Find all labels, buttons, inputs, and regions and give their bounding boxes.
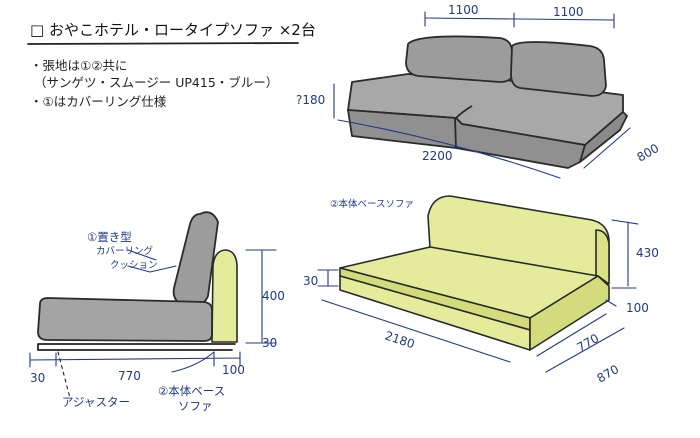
- side-dim-height: 400: [262, 289, 285, 303]
- base-dim-width-line: [321, 299, 511, 363]
- base-sofa-label: ②本体ベースソファ: [330, 198, 414, 210]
- cushion-label-3: クッション: [110, 260, 158, 271]
- note-line-3: ・①はカバーリング仕様: [30, 94, 167, 109]
- sofa-seat-seam: [454, 117, 457, 149]
- base-dim-seat: 30: [303, 274, 318, 288]
- title: □ おやこホテル・ロータイプソファ ×2台: [30, 21, 316, 39]
- base-backrest-end: [595, 229, 610, 287]
- base-dim-depth-line: [536, 299, 617, 357]
- cushion-label-1: ①置き型: [87, 230, 132, 244]
- side-elevation: ①置き型 カバーリング クッション 400 30 30 770 100 アジャス…: [29, 211, 285, 413]
- yellow-base-sofa-3d: ②本体ベースソファ 430 30 2180 100 770 870: [303, 195, 659, 386]
- side-back-cushion: [172, 211, 219, 307]
- dim-width-right: 1100: [553, 5, 584, 19]
- sofa-seat-split: [455, 105, 473, 119]
- base-seat-edge: [597, 275, 610, 285]
- dim-line-bottom: [337, 119, 561, 179]
- side-dim-seat: 30: [262, 336, 277, 350]
- dim-line-depth: [583, 127, 631, 169]
- base-dim-depth-outer-line: [545, 327, 625, 373]
- side-base-backrest: [211, 249, 238, 343]
- base-dim-back: 100: [626, 301, 649, 315]
- dim-depth: 800: [635, 141, 662, 165]
- cushion-pointer: [149, 265, 177, 273]
- base-dim-height: 430: [636, 246, 659, 260]
- adjuster-leader: [57, 351, 71, 399]
- side-base-platform: [37, 343, 236, 351]
- cushion-callout-line: [127, 249, 157, 273]
- side-dim-bottom-line: [29, 351, 241, 368]
- title-underline: [27, 42, 299, 45]
- dim-width-left: 1100: [448, 3, 479, 17]
- side-dim-back: 100: [222, 363, 245, 377]
- side-dim-height-line: [245, 249, 277, 344]
- side-dim-front: 30: [30, 371, 45, 385]
- adjuster-label: アジャスター: [62, 395, 130, 409]
- gray-sofa-3d: 1100 1100 ?180 2200 800: [296, 3, 662, 179]
- back-cushion-right: [510, 41, 607, 97]
- side-dim-depth: 770: [118, 369, 141, 383]
- cushion-label-2: カバーリング: [96, 245, 154, 257]
- note-line-2: （サンゲツ・スムージー UP415・ブルー）: [34, 75, 278, 90]
- base-dim-width: 2180: [383, 329, 416, 352]
- note-line-1: ・張地は①②共に: [30, 58, 127, 73]
- dim-height: ?180: [296, 93, 325, 107]
- base-label-1: ②本体ベース: [158, 384, 225, 398]
- base-dim-height-line: [611, 219, 639, 289]
- sofa-base-right: [579, 111, 628, 163]
- base-dim-depth: 870: [595, 362, 622, 386]
- base-label-2: ソファ: [178, 399, 213, 413]
- base-dim-seat-line: [317, 269, 339, 287]
- base-block-right: [529, 275, 610, 351]
- dim-line-top: [424, 17, 615, 21]
- back-cushion-left: [405, 35, 515, 83]
- side-seat-cushion: [37, 297, 213, 342]
- base-label-leader: [171, 351, 215, 373]
- dim-ticks-top: [424, 11, 615, 29]
- dim-total-width: 2200: [422, 149, 453, 163]
